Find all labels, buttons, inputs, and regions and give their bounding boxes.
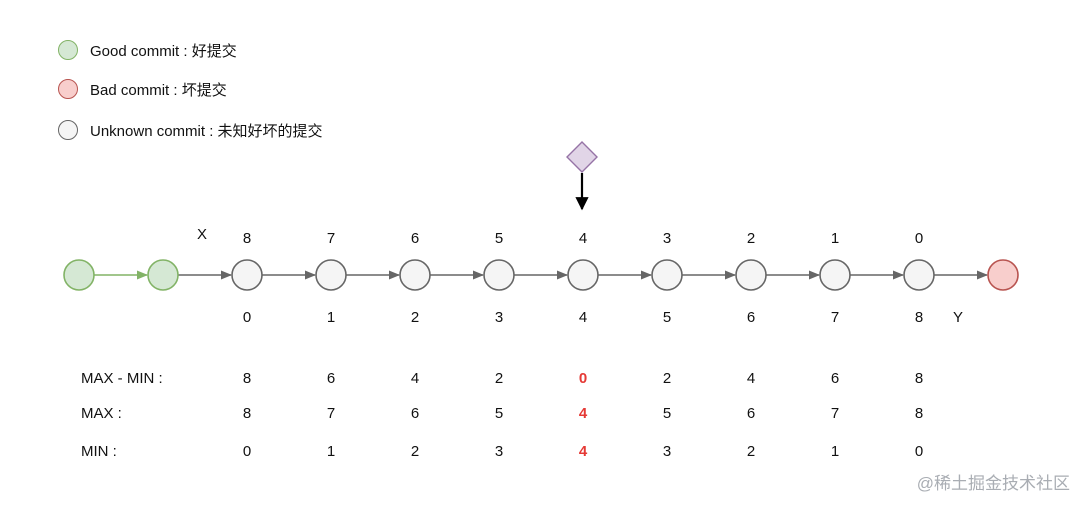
distance-to-x-label: 2: [747, 230, 755, 247]
bad-commit-node: [987, 259, 1019, 291]
metric-value: 6: [747, 405, 755, 422]
legend-unknown: Unknown commit : 未知好坏的提交: [58, 117, 323, 143]
distance-to-x-label: 8: [243, 230, 251, 247]
metric-value: 8: [915, 405, 923, 422]
unknown-commit-node: [567, 259, 599, 291]
unknown-commit-node: [651, 259, 683, 291]
distance-to-x-label: 1: [831, 230, 839, 247]
metric-value: 2: [411, 443, 419, 460]
unknown-commit-node: [315, 259, 347, 291]
metric-value-highlight: 4: [579, 405, 588, 422]
metric-value: 3: [663, 443, 671, 460]
metric-row-label: MIN :: [81, 443, 117, 460]
unknown-commit-node: [819, 259, 851, 291]
distance-to-y-label: 0: [243, 309, 251, 326]
unknown-commit-node: [903, 259, 935, 291]
metric-value: 1: [327, 443, 335, 460]
watermark: @稀土掘金技术社区: [916, 474, 1070, 493]
metric-value: 8: [243, 405, 251, 422]
distance-to-y-label: 1: [327, 309, 335, 326]
metric-row-label: MAX - MIN :: [81, 370, 163, 387]
unknown-commit-node: [483, 259, 515, 291]
current-commit-pointer: [566, 141, 598, 211]
distance-to-y-label: 3: [495, 309, 503, 326]
good-commit-node: [63, 259, 95, 291]
metric-row-label: MAX :: [81, 405, 122, 422]
distance-to-x-label: 7: [327, 230, 335, 247]
legend-unknown-label: Unknown commit : 未知好坏的提交: [90, 122, 323, 140]
distance-to-y-label: 7: [831, 309, 839, 326]
legend-good: Good commit : 好提交: [58, 37, 237, 63]
marker-y-label: Y: [953, 309, 963, 326]
unknown-commit-swatch-icon: [58, 120, 78, 140]
metric-value: 6: [411, 405, 419, 422]
distance-to-x-label: 0: [915, 230, 923, 247]
metric-value: 6: [831, 370, 839, 387]
metric-value-highlight: 4: [579, 443, 588, 460]
legend-bad-label: Bad commit : 坏提交: [90, 81, 227, 99]
metric-value: 7: [831, 405, 839, 422]
metric-value: 6: [327, 370, 335, 387]
metric-value: 8: [915, 370, 923, 387]
metric-value-highlight: 0: [579, 370, 587, 387]
distance-to-y-label: 4: [579, 309, 587, 326]
distance-to-x-label: 5: [495, 230, 503, 247]
metric-value: 4: [747, 370, 755, 387]
distance-to-y-label: 6: [747, 309, 755, 326]
good-commit-node: [147, 259, 179, 291]
distance-to-y-label: 5: [663, 309, 671, 326]
unknown-commit-node: [231, 259, 263, 291]
metric-value: 2: [747, 443, 755, 460]
distance-to-y-label: 2: [411, 309, 419, 326]
metric-value: 3: [495, 443, 503, 460]
metric-value: 5: [495, 405, 503, 422]
metric-value: 0: [243, 443, 251, 460]
metric-value: 2: [495, 370, 503, 387]
distance-to-x-label: 3: [663, 230, 671, 247]
distance-to-x-label: 4: [579, 230, 587, 247]
metric-value: 2: [663, 370, 671, 387]
metric-value: 4: [411, 370, 419, 387]
metric-value: 5: [663, 405, 671, 422]
good-commit-swatch-icon: [58, 40, 78, 60]
metric-value: 8: [243, 370, 251, 387]
unknown-commit-node: [735, 259, 767, 291]
metric-value: 7: [327, 405, 335, 422]
unknown-commit-node: [399, 259, 431, 291]
legend-good-label: Good commit : 好提交: [90, 42, 237, 60]
distance-to-x-label: 6: [411, 230, 419, 247]
legend-bad: Bad commit : 坏提交: [58, 76, 227, 102]
metric-value: 0: [915, 443, 923, 460]
distance-to-y-label: 8: [915, 309, 923, 326]
metric-value: 1: [831, 443, 839, 460]
pointer-diamond-icon: [566, 141, 598, 173]
bad-commit-swatch-icon: [58, 79, 78, 99]
marker-x-label: X: [197, 226, 207, 243]
